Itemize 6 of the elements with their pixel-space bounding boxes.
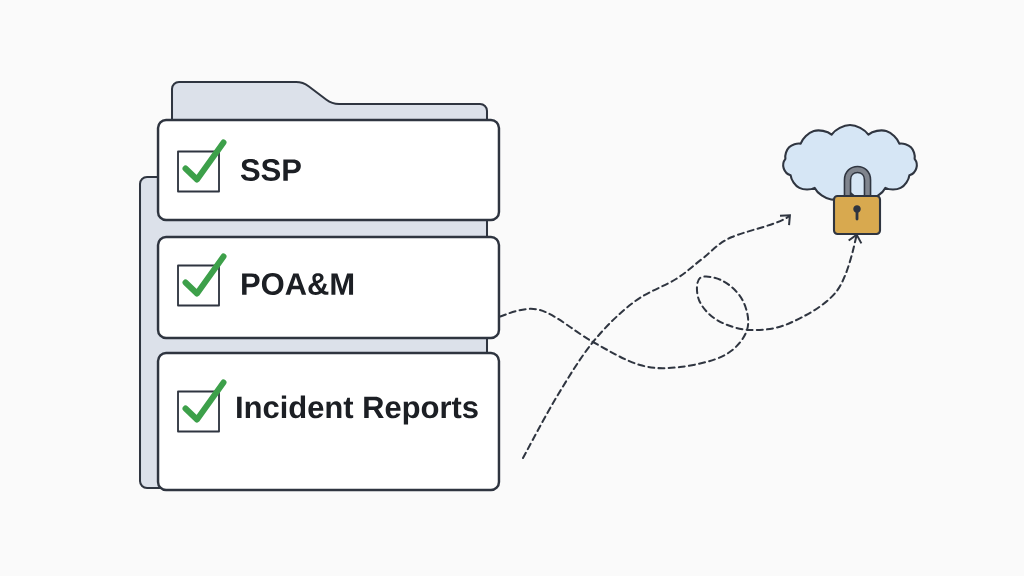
dashed-arrow xyxy=(499,233,863,370)
dashed-arrow xyxy=(522,214,791,459)
document-card: Incident Reports xyxy=(156,351,501,492)
document-card: POA&M xyxy=(156,235,501,340)
document-card: SSP xyxy=(156,118,501,222)
cloud xyxy=(782,123,918,201)
